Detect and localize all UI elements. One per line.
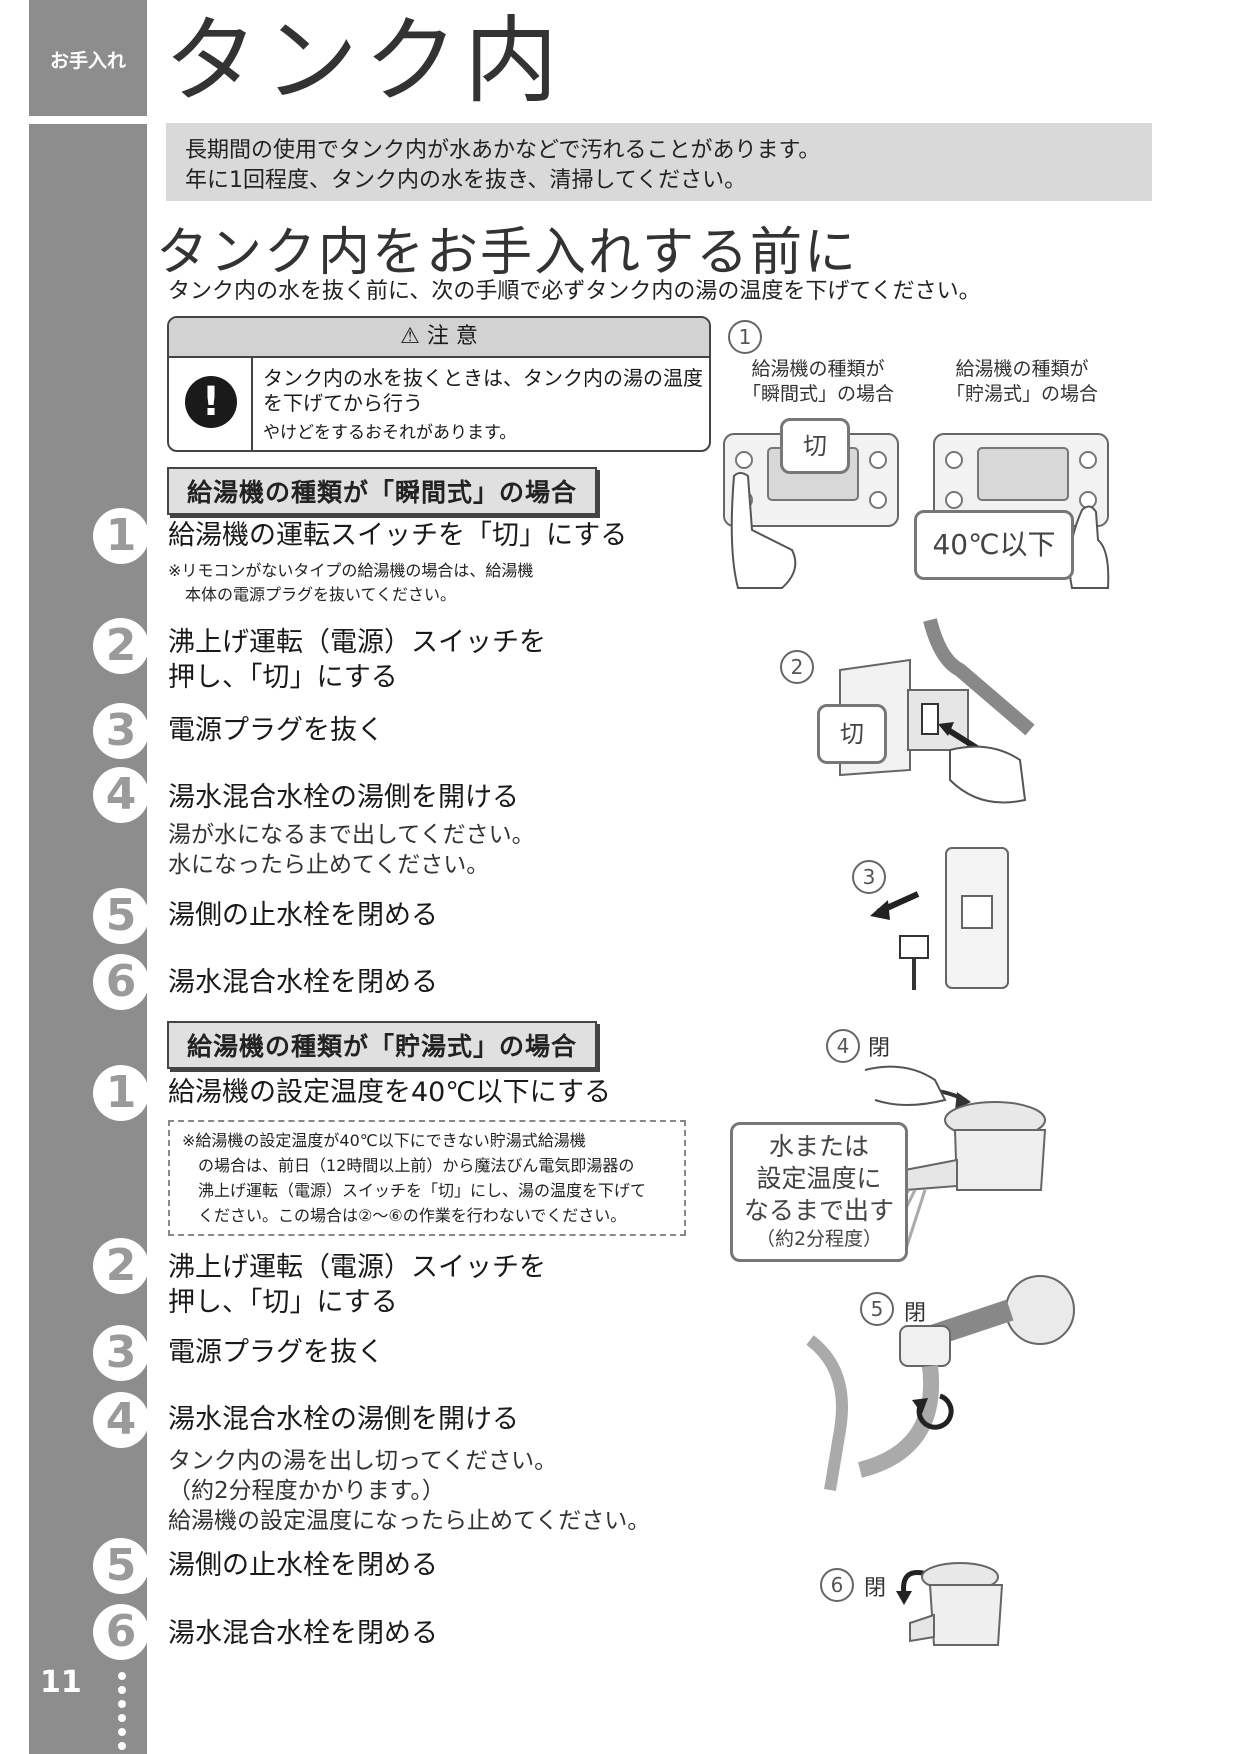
storage-step-5-number: 5 [93,1538,149,1594]
figure-4-bubble-line-3: なるまで出す [743,1196,894,1225]
mixing-faucet-open-illustration [864,1065,1047,1253]
instant-step-6-number: 6 [93,954,149,1010]
storage-step-6-text: 湯水混合水栓を閉める [168,1618,438,1649]
instant-step-1-note-2: 本体の電源プラグを抜いてください。 [185,585,457,604]
storage-note-line-1: ※給湯機の設定温度が40℃以下にできない貯湯式給湯機 [182,1131,586,1150]
instant-step-1-number: 1 [93,508,149,564]
intro-line-1: 長期間の使用でタンク内が水あかなどで汚れることがあります。 [185,138,821,163]
intro-line-2: 年に1回程度、タンク内の水を抜き、清掃してください。 [185,168,747,193]
instant-step-5-number: 5 [93,888,149,944]
instant-step-2-number: 2 [93,618,149,674]
storage-step-3-number: 3 [93,1325,149,1381]
instant-step-1-note-1: ※リモコンがないタイプの給湯機の場合は、給湯機 [168,561,534,580]
figure-1-right-caption-line-2: 「貯湯式」の場合 [945,383,1098,405]
figure-2-off-bubble: 切 [817,704,887,764]
storage-step-4-text: 湯水混合水栓の湯側を開ける [168,1404,519,1435]
instant-step-4-text: 湯水混合水栓の湯側を開ける [168,782,519,813]
storage-step-2-line-2: 押し、「切」にする [168,1287,398,1318]
caution-icon-cell: ! [169,358,253,450]
storage-note-text: ※給湯機の設定温度が40℃以下にできない貯湯式給湯機 の場合は、前日（12時間以… [182,1128,678,1228]
dot-decoration [118,1742,126,1750]
page-number: 11 [40,1665,82,1700]
instant-step-5-text: 湯側の止水栓を閉める [168,900,438,931]
storage-step-1-number: 1 [93,1065,149,1121]
instant-step-2-line-1: 沸上げ運転（電源）スイッチを [168,627,546,658]
caution-header: ⚠ 注 意 [169,318,709,358]
storage-step-2-line-1: 沸上げ運転（電源）スイッチを [168,1252,546,1283]
figure-4-label: 閉 [868,1036,891,1061]
instant-step-4-sub-2: 水になったら止めてください。 [168,852,490,878]
warning-triangle-icon: ⚠ [400,324,420,349]
storage-note-box: ※給湯機の設定温度が40℃以下にできない貯湯式給湯機 の場合は、前日（12時間以… [168,1120,686,1236]
instant-step-3-number: 3 [93,703,149,759]
storage-step-4-sub-1: タンク内の湯を出し切ってください。 [168,1448,558,1474]
remote-controller-storage-illustration [933,433,1110,589]
storage-step-4-number: 4 [93,1392,149,1448]
figure-4-bubble: 水または 設定温度に なるまで出す （約2分程度） [730,1122,908,1262]
storage-step-4-sub-3: 給湯機の設定温度になったら止めてください。 [168,1508,651,1534]
instant-step-4-sub-1: 湯が水になるまで出してください。 [168,822,535,848]
instant-step-1-text: 給湯機の運転スイッチを「切」にする [168,520,628,551]
storage-step-6-number: 6 [93,1604,149,1660]
figure-4-bubble-line-4: （約2分程度） [755,1228,883,1250]
dot-decoration [118,1714,126,1722]
caution-box: ⚠ 注 意 ! タンク内の水を抜くときは、タンク内の湯の温度を下げてから行う や… [167,316,711,452]
section-lead: タンク内の水を抜く前に、次の手順で必ずタンク内の湯の温度を下げてください。 [168,279,981,304]
figure-1-number: 1 [728,320,762,354]
instant-step-3-text: 電源プラグを抜く [168,715,384,746]
instant-step-4-number: 4 [93,767,149,823]
storage-step-2-number: 2 [93,1238,149,1294]
shutoff-valve-illustration [806,1275,1075,1491]
caution-title: 注 意 [426,324,478,349]
caution-sub-text: やけどをするおそれがあります。 [263,423,517,443]
storage-type-label: 給湯機の種類が「貯湯式」の場合 [167,1021,598,1069]
power-plug-illustration [870,847,1009,990]
instant-step-6-text: 湯水混合水栓を閉める [168,967,438,998]
section-heading: タンク内をお手入れする前に [156,223,859,283]
dot-decoration [118,1700,126,1708]
storage-note-line-2: の場合は、前日（12時間以上前）から魔法びん電気即湯器の [198,1156,635,1175]
figure-1-left-caption-line-2: 「瞬間式」の場合 [741,383,894,405]
section-tag: お手入れ [49,50,126,72]
storage-step-5-text: 湯側の止水栓を閉める [168,1550,438,1581]
figure-6-label: 閉 [864,1576,887,1601]
dot-decoration [118,1728,126,1736]
caution-main-text: タンク内の水を抜くときは、タンク内の湯の温度を下げてから行う [263,366,703,415]
figure-3-number: 3 [852,860,886,894]
sidebar-header-band [29,0,147,116]
page-title: タンク内 [164,7,565,116]
intro-box [166,123,1152,201]
instant-step-2-line-2: 押し、「切」にする [168,662,398,693]
storage-step-4-sub-2: （約2分程度かかります。） [168,1478,445,1504]
figure-5-label: 閉 [904,1301,927,1326]
figure-6-number: 6 [820,1568,854,1602]
figure-1-off-bubble: 切 [780,418,850,474]
remote-controller-instant-illustration [723,433,899,589]
exclamation-icon: ! [185,376,237,428]
storage-note-line-3: 沸上げ運転（電源）スイッチを「切」にし、湯の温度を下げて [198,1181,647,1200]
figure-1-right-caption: 給湯機の種類が 「貯湯式」の場合 [932,357,1112,407]
figure-1-temperature-bubble: 40℃以下 [914,510,1074,580]
mixing-faucet-close-illustration [896,1562,1004,1646]
figure-4-bubble-line-1: 水または [768,1132,869,1161]
figure-4-bubble-line-2: 設定温度に [756,1164,882,1193]
figure-1-right-caption-line-1: 給湯機の種類が [955,358,1089,380]
figure-5-number: 5 [860,1292,894,1326]
dot-decoration [118,1686,126,1694]
figure-4-number: 4 [826,1029,860,1063]
storage-step-3-text: 電源プラグを抜く [168,1337,384,1368]
figure-2-number: 2 [780,650,814,684]
storage-note-line-4: ください。この場合は②～⑥の作業を行わないでください。 [198,1206,627,1225]
figure-1-left-caption-line-1: 給湯機の種類が [751,358,885,380]
instant-type-label: 給湯機の種類が「瞬間式」の場合 [167,467,598,515]
figure-1-left-caption: 給湯機の種類が 「瞬間式」の場合 [728,357,908,407]
storage-step-1-text: 給湯機の設定温度を40℃以下にする [168,1077,611,1108]
dot-decoration [118,1672,126,1680]
